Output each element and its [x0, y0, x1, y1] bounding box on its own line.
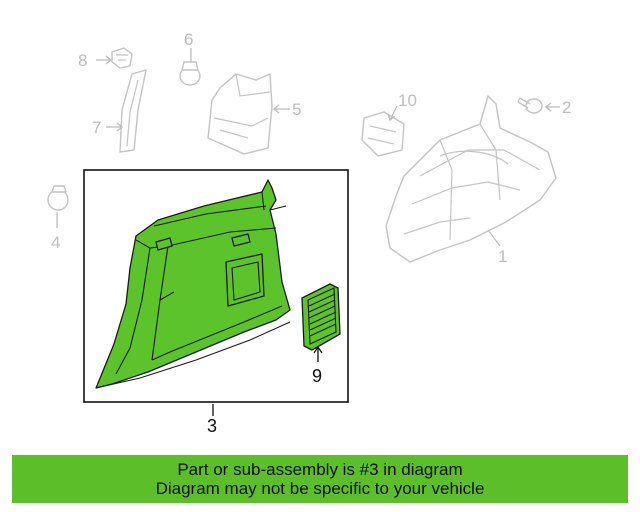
part-4-push-pin: 4 [47, 185, 69, 252]
part-2-screw: 2 [517, 97, 571, 117]
callout-7: 7 [92, 118, 101, 137]
part-6-push-pin: 6 [179, 30, 201, 86]
part-10-bracket: 10 [361, 91, 417, 157]
callout-3: 3 [207, 416, 217, 436]
part-5-bracket: 5 [207, 73, 301, 155]
callout-9: 9 [312, 366, 322, 386]
part-7-trim-strip: 7 [92, 69, 147, 153]
callout-8: 8 [78, 51, 87, 70]
part-3-callout-box [83, 169, 349, 403]
info-banner: Part or sub-assembly is #3 in diagram Di… [12, 455, 628, 503]
part-9-vent-grille[interactable]: 9 [301, 283, 341, 386]
part-3-quarter-trim-panel[interactable] [95, 179, 291, 389]
part-8-clip: 8 [78, 47, 133, 70]
banner-line-2: Diagram may not be specific to your vehi… [155, 479, 485, 498]
callout-1: 1 [498, 247, 507, 266]
part-1-inner-panel: 1 [385, 95, 557, 266]
banner-line-1: Part or sub-assembly is #3 in diagram [177, 460, 463, 479]
parts-diagram: 8 6 7 5 4 10 [47, 30, 571, 436]
callout-10: 10 [398, 91, 417, 110]
callout-6: 6 [184, 30, 193, 49]
callout-5: 5 [292, 100, 301, 119]
callout-4: 4 [51, 233, 60, 252]
callout-2: 2 [562, 98, 571, 117]
